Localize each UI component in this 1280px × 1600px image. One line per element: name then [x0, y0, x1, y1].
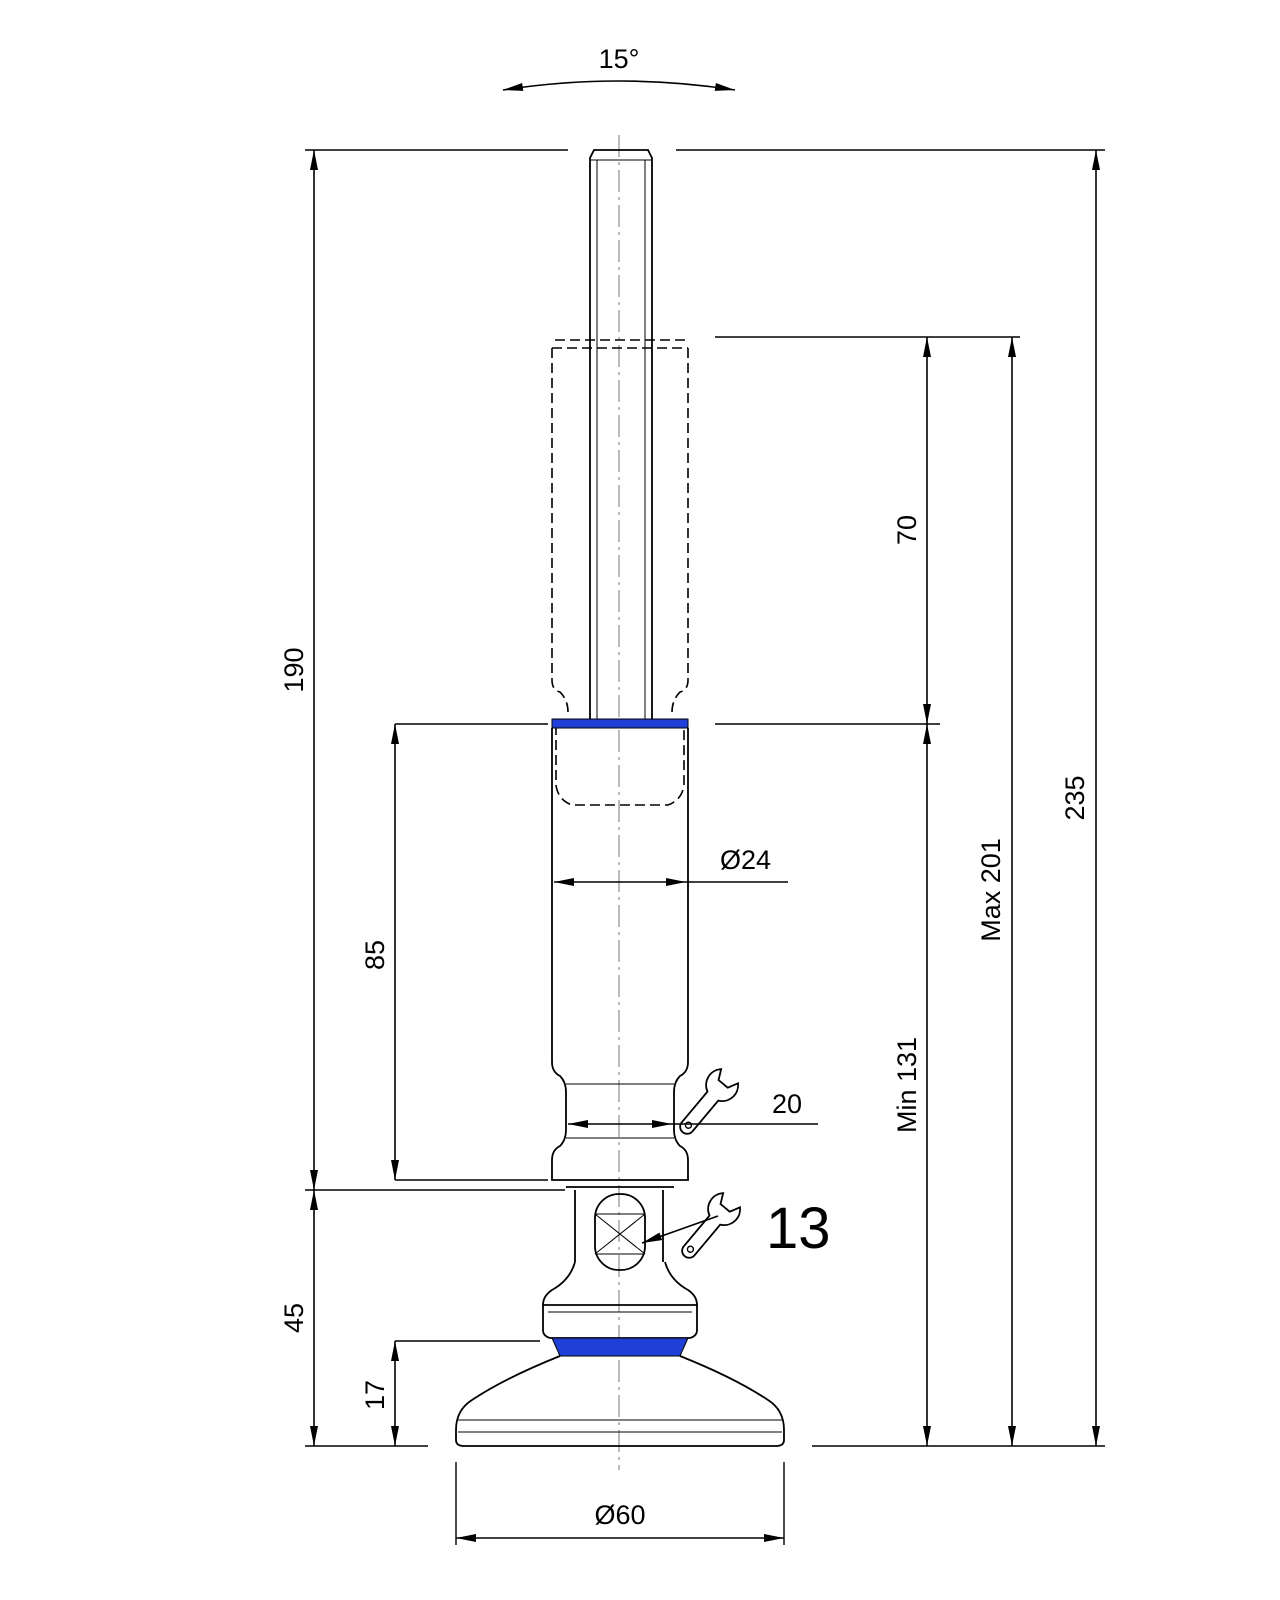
dimension-70: 70 [892, 337, 931, 724]
rubber-seal [551, 1337, 689, 1357]
dimension-diameter-24: Ø24 [554, 845, 788, 886]
dimension-45: 45 [279, 1190, 318, 1446]
wrench-icon [681, 1192, 741, 1259]
dimension-diameter-60: Ø60 [456, 1500, 784, 1542]
dimension-17: 17 [360, 1341, 399, 1446]
extension-lines [305, 149, 1105, 1545]
hex-neck [574, 1190, 664, 1271]
dimension-max-201-label: Max 201 [976, 838, 1006, 942]
dimension-85: 85 [360, 724, 399, 1180]
wrench-icon [679, 1068, 739, 1135]
extended-tube-hidden [551, 339, 689, 806]
body-tube [551, 728, 689, 1188]
dimension-wrench-13-label: 13 [766, 1196, 831, 1261]
dimension-17-label: 17 [360, 1380, 390, 1410]
dimension-min-131: Min 131 [892, 724, 931, 1446]
base-foot [455, 1355, 785, 1447]
angle-label: 15° [599, 44, 640, 74]
threaded-stud [589, 149, 653, 720]
dimension-diameter-60-label: Ø60 [594, 1500, 645, 1530]
collar-ring [551, 718, 689, 729]
dimension-wrench-13: 13 [641, 1192, 831, 1261]
dimension-190-label: 190 [279, 647, 309, 692]
dimension-235-label: 235 [1060, 775, 1090, 820]
dimension-wrench-20-label: 20 [772, 1089, 802, 1119]
dimension-235: 235 [1060, 150, 1100, 1446]
dimension-max-201: Max 201 [976, 337, 1016, 1446]
dimension-min-131-label: Min 131 [892, 1037, 922, 1133]
dimension-diameter-24-label: Ø24 [720, 845, 771, 875]
ball-joint [542, 1261, 698, 1339]
dimension-wrench-20: 20 [568, 1068, 818, 1135]
dimension-45-label: 45 [279, 1303, 309, 1333]
angle-dimension: 15° [502, 44, 736, 91]
dimension-70-label: 70 [892, 515, 922, 545]
dimension-190: 190 [279, 150, 318, 1190]
dimension-85-label: 85 [360, 940, 390, 970]
